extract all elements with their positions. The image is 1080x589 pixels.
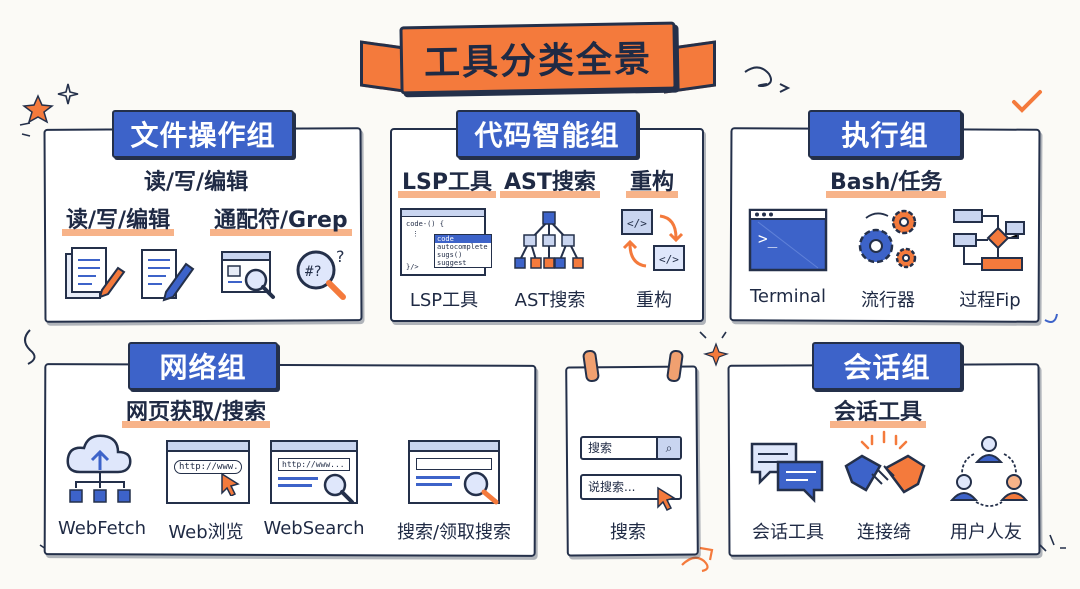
refactor-icon: </> </>: [621, 209, 685, 271]
websearch-url-bar: http://www...: [278, 458, 350, 471]
page-title: 工具分类全景: [399, 21, 677, 95]
search-box-1-button: ⌕: [656, 438, 680, 458]
popup-item: autocomplete: [437, 243, 488, 251]
document-pen-icon: [65, 247, 126, 299]
websearch-window-icon: http://www...: [270, 440, 358, 504]
svg-text:?: ?: [336, 247, 345, 266]
exec-item-process: 过程Fip: [959, 290, 1021, 311]
browser-window-icon: http://www.: [166, 440, 250, 504]
code-section-refactor: 重构: [626, 168, 679, 198]
regex-search-icon: #? ?: [296, 247, 346, 300]
search-box-2-text: 说搜索...: [588, 480, 636, 494]
network-item-websearch: WebSearch: [263, 518, 365, 539]
cursor-icon: [221, 472, 240, 496]
code-group-title: 代码智能组: [456, 110, 638, 158]
code-header: code-() {: [406, 220, 444, 228]
search-item-label: 搜索: [610, 522, 646, 543]
code-item-lsp: LSP工具: [409, 290, 479, 311]
terminal-icon: >_: [748, 208, 828, 272]
sparkle-icon: [57, 83, 79, 105]
search-box-1-text: 搜索: [588, 441, 613, 455]
check-icon: [1012, 90, 1042, 113]
svg-text:</>: </>: [659, 253, 679, 266]
exec-item-terminal: Terminal: [749, 286, 827, 307]
session-item-connect: 连接绮: [857, 522, 911, 543]
file-group-title: 文件操作组: [112, 110, 294, 158]
chat-bubbles-icon: [750, 442, 824, 504]
code-section-lsp: LSP工具: [398, 168, 496, 198]
network-item-webfetch: WebFetch: [57, 518, 147, 539]
file-group-subtitle: 读/写/编辑: [144, 170, 249, 195]
popup-item: code: [435, 235, 491, 243]
code-section-ast: AST搜索: [500, 168, 600, 198]
cloud-upload-icon: [66, 434, 132, 503]
code-item-refactor: 重构: [636, 290, 672, 311]
code-item-ast: AST搜索: [514, 290, 586, 311]
svg-text:>_: >_: [758, 229, 778, 248]
exec-item-runner: 流行器: [861, 290, 915, 311]
popup-item: sugs(): [437, 251, 463, 259]
code-footer: }/>: [406, 263, 419, 271]
ast-tree-icon: [514, 211, 584, 269]
session-group-title: 会话组: [812, 342, 962, 390]
code-editor-icon: code-() { ⋮ }/> code autocomplete sugs()…: [400, 208, 492, 276]
search-window-icon: [408, 440, 500, 505]
network-item-browse: Web浏览: [168, 522, 244, 543]
magnifier-icon: [463, 471, 499, 505]
svg-text:#?: #?: [305, 264, 322, 280]
cursor-icon: [657, 486, 676, 512]
magnifier-icon: [323, 473, 354, 504]
file-section-rw: 读/写/编辑: [62, 206, 175, 236]
exec-group-subtitle: Bash/任务: [826, 168, 947, 198]
search-box-1: 搜索 ⌕: [580, 436, 682, 460]
session-group-subtitle: 会话工具: [830, 398, 927, 428]
exec-group-title: 执行组: [808, 110, 962, 158]
window-search-icon: [221, 251, 275, 299]
flowchart-icon: [953, 209, 1025, 271]
autocomplete-popup: code autocomplete sugs() suggest: [434, 234, 492, 268]
popup-item: suggest: [437, 259, 467, 267]
document-edit-icon: [141, 249, 195, 302]
network-group-title: 网络组: [128, 342, 278, 390]
handshake-icon: [844, 430, 926, 494]
session-item-tool: 会话工具: [752, 522, 824, 543]
network-group-subtitle: 网页获取/搜索: [122, 398, 271, 428]
gears-icon: [858, 209, 917, 269]
swirl-arrow-icon: [744, 66, 772, 88]
browser-url-bar: http://www.: [174, 460, 242, 474]
file-section-grep: 通配符/Grep: [210, 206, 352, 236]
star-icon: [22, 94, 54, 124]
network-item-search: 搜索/领取搜索: [396, 522, 512, 543]
session-item-users: 用户人友: [950, 522, 1022, 543]
svg-text:</>: </>: [627, 217, 647, 230]
user-network-icon: [950, 436, 1028, 507]
